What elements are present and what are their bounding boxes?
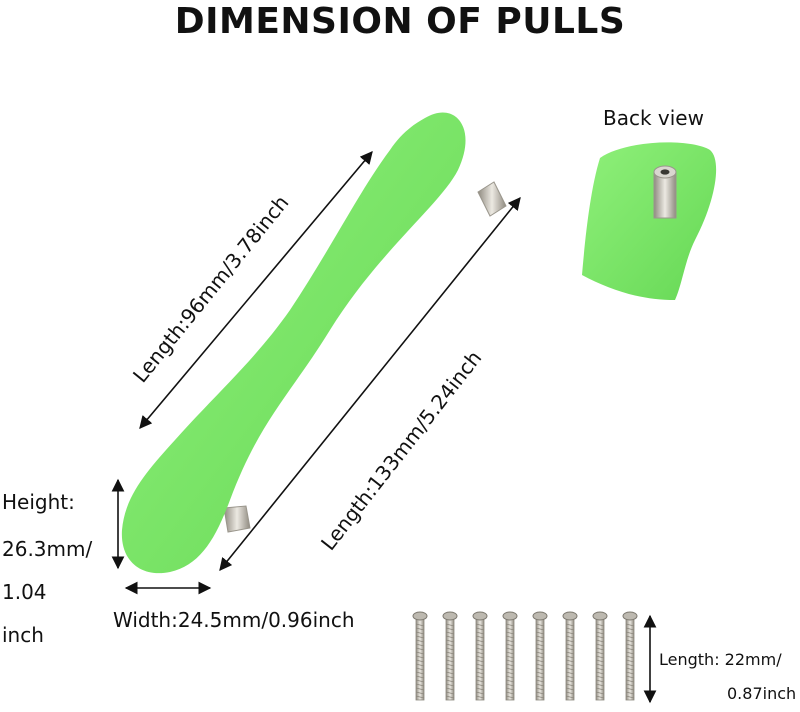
mounting-post-top xyxy=(477,181,507,217)
height-label-4: inch xyxy=(2,623,44,647)
height-label-2: 26.3mm/ xyxy=(2,537,93,561)
screw-length-label-1: Length: 22mm/ xyxy=(659,650,782,669)
screw xyxy=(562,611,578,701)
page-title: DIMENSION OF PULLS xyxy=(174,1,626,42)
screw-length-label-2: 0.87inch xyxy=(727,684,797,703)
screw xyxy=(532,611,548,701)
back-view-part xyxy=(582,142,717,300)
screw-set xyxy=(412,611,638,701)
back-view-label: Back view xyxy=(603,106,704,130)
mounting-post-bottom xyxy=(223,505,251,533)
length-133-arrow xyxy=(219,197,521,571)
screw xyxy=(442,611,458,701)
height-label-3: 1.04 xyxy=(2,580,47,604)
screw xyxy=(502,611,518,701)
height-label-1: Height: xyxy=(2,490,75,514)
screw xyxy=(592,611,608,701)
screw xyxy=(622,611,638,701)
screw xyxy=(472,611,488,701)
width-label: Width:24.5mm/0.96inch xyxy=(113,608,355,632)
screw xyxy=(412,611,428,701)
